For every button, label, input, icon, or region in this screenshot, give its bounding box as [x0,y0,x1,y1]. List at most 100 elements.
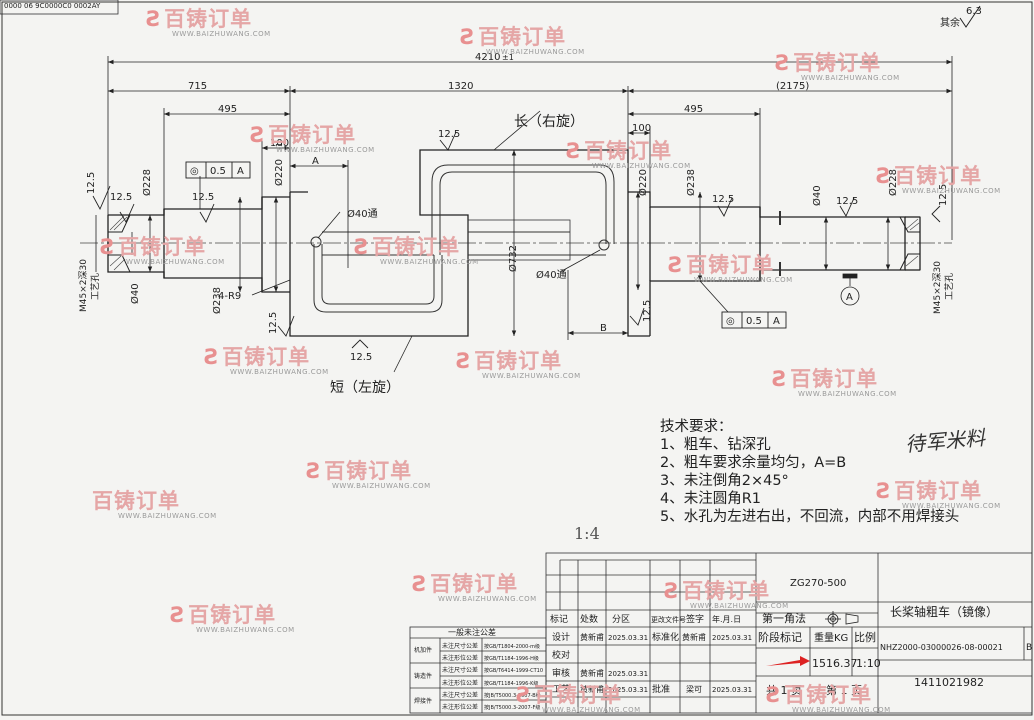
general-tolerance-table: 一般未注公差 机加件 未注尺寸公差 按GB/T1804-2000-m级 未注形位… [414,627,543,711]
svg-text:黄新甫: 黄新甫 [682,632,706,642]
radius-label: 4-R9 [218,291,241,302]
dia-228-left: Ø228 [141,169,153,196]
dia-238-left: Ø238 [211,287,223,314]
svg-text:按JB/T5000.3-2007-B级: 按JB/T5000.3-2007-B级 [484,692,541,699]
right-hatch [899,216,921,271]
svg-text:12.5: 12.5 [350,352,372,363]
dim-100-left: 100 [270,138,289,149]
svg-text:梁可: 梁可 [686,685,702,694]
svg-text:未注尺寸公差: 未注尺寸公差 [442,691,478,699]
svg-text:按JB/T5000.3-2007-F级: 按JB/T5000.3-2007-F级 [484,704,540,711]
sheets-total: 共 1 页 [766,684,802,697]
svg-text:未注形位公差: 未注形位公差 [442,679,478,687]
svg-text:未注尺寸公差: 未注尺寸公差 [442,642,478,650]
thread-left-sub: 工艺孔 [90,273,101,300]
svg-text:12.5: 12.5 [836,196,858,207]
svg-text:签字: 签字 [686,613,704,625]
title-block-texts: ZG270-500 长桨轴粗车（镜像） 第一角法 NHZ2000-0300002… [550,578,1032,697]
svg-text:校对: 校对 [552,649,570,661]
svg-text:按GB/T1804-2000-m级: 按GB/T1804-2000-m级 [484,643,540,650]
hole-left-label: Ø40通 [347,208,378,220]
svg-text:机加件: 机加件 [414,646,432,654]
dim-total: 4210 [475,52,500,63]
scale-value: 1:10 [856,657,881,670]
tech-title: 技术要求： [660,419,733,435]
dimension-lines [95,56,953,373]
dia-732: Ø732 [507,245,519,272]
svg-text:铸造件: 铸造件 [414,672,432,680]
tolerance-frame-left [185,161,251,179]
tol-symbol-left: ◎ [190,166,199,177]
datum-label: A [846,292,853,303]
thread-left: M45×2深30 [78,259,89,312]
svg-text:未注形位公差: 未注形位公差 [442,654,478,662]
svg-text:12.5: 12.5 [642,300,653,322]
svg-text:黄新甫: 黄新甫 [580,668,604,678]
tech-requirements: 技术要求： 1、粗车、钻深孔 2、粗车要求余量均匀，A=B 3、未注倒角2×45… [660,418,959,526]
svg-text:标准化: 标准化 [652,631,679,643]
dim-2175: (2175) [776,81,809,92]
roughness-symbols [92,131,941,349]
tolerance-frame-right [721,311,787,329]
part-name: 长桨轴粗车（镜像） [890,604,998,619]
stage-label: 阶段标记 [758,630,802,644]
svg-text:2025.03.31: 2025.03.31 [608,686,648,694]
tech-item: 4、未注圆角R1 [660,491,762,507]
dia-40-left: Ø40 [129,283,141,304]
revision: B [1026,643,1032,653]
tech-item: 5、水孔为左进右出，不回流，内部不用焊接头 [660,509,960,525]
tol-value-right: 0.5 [746,316,762,327]
svg-text:处数: 处数 [580,613,598,625]
drawing-no: NHZ2000-03000026-08-00021 [880,643,1003,652]
svg-text:2025.03.31: 2025.03.31 [712,634,752,642]
tech-item: 3、未注倒角2×45° [660,473,789,489]
tol-datum-right: A [773,316,780,327]
svg-text:焊接件: 焊接件 [414,697,432,705]
scale-label: 比例 [854,630,876,644]
left-hatch [107,214,131,273]
svg-text:12.5: 12.5 [268,312,279,334]
thread-right-sub: 工艺孔 [944,273,955,300]
weight-value: 1516.37 [812,657,858,670]
svg-text:分区: 分区 [612,614,630,625]
svg-text:12.5: 12.5 [712,194,734,205]
dia-228-right: Ø228 [887,169,899,196]
svg-text:工艺: 工艺 [552,684,570,695]
svg-text:黄新甫: 黄新甫 [580,632,604,642]
code: 1411021982 [914,676,984,689]
svg-text:标记: 标记 [550,613,568,625]
svg-text:12.5: 12.5 [938,184,949,206]
dim-495-left: 495 [218,104,237,115]
dim-b: B [600,323,607,334]
dim-a: A [312,156,319,167]
svg-text:未注尺寸公差: 未注尺寸公差 [442,666,478,674]
tol-symbol-right: ◎ [726,316,735,327]
svg-text:一般未注公差: 一般未注公差 [448,627,496,637]
svg-text:2025.03.31: 2025.03.31 [712,686,752,694]
svg-text:12.5: 12.5 [192,192,214,203]
hole-right-label: Ø40通 [536,269,567,281]
corner-box [0,0,119,15]
general-roughness: 6.3 其余 [940,5,982,29]
dim-total-tol: ±1 [502,53,514,62]
red-arrow [766,656,810,666]
crank-long-label: 长（右旋） [514,114,584,130]
crank-short-label: 短（左旋） [330,380,400,396]
dimension-texts: 4210 ±1 715 495 1320 (2175) 495 100 100 … [78,52,955,334]
tech-item: 2、粗车要求余量均匀，A=B [660,455,847,471]
dim-100-right: 100 [632,123,651,134]
thread-right: M45×2深30 [932,261,943,314]
title-block-lines [409,552,1033,714]
